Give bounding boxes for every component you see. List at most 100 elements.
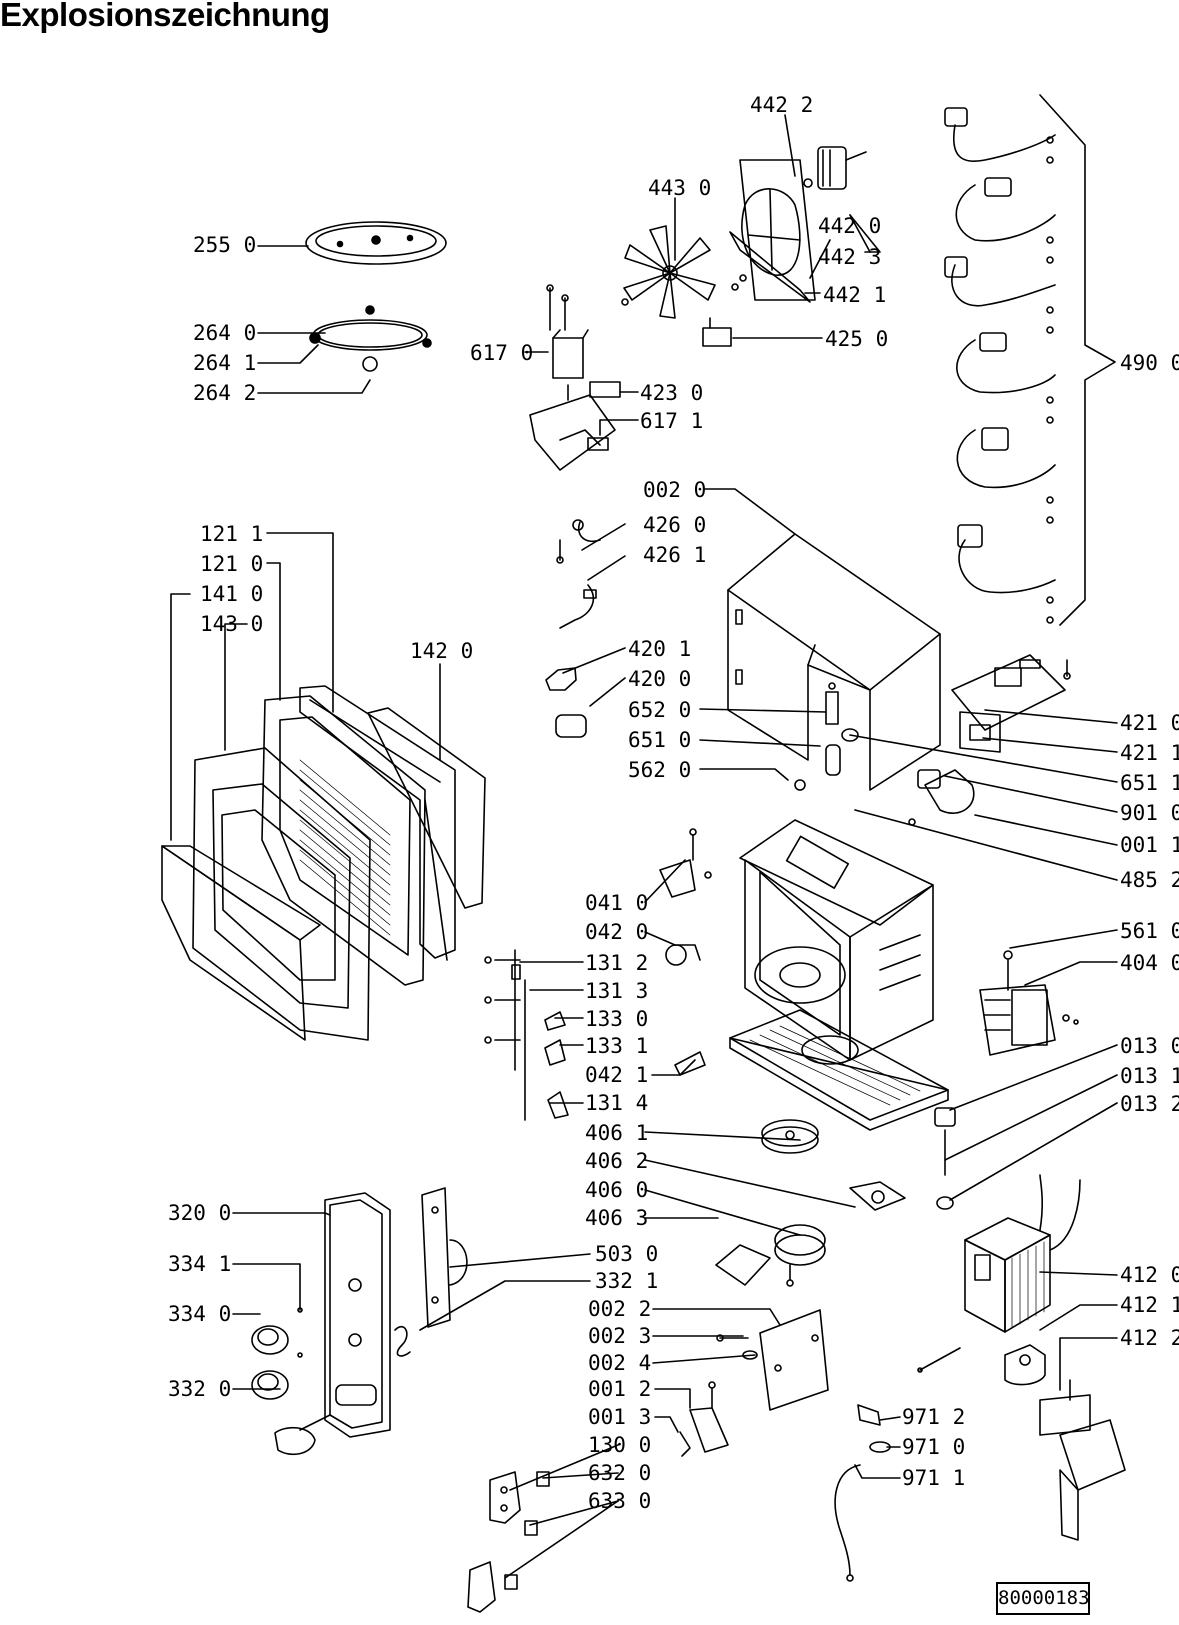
part-label: 406 3 bbox=[585, 1206, 648, 1230]
part-label: 425 0 bbox=[825, 327, 888, 351]
part-label: 632 0 bbox=[588, 1461, 651, 1485]
part-label: 406 2 bbox=[585, 1149, 648, 1173]
control-pcb bbox=[951, 654, 1071, 731]
base-plate bbox=[729, 1009, 949, 1131]
fan-motor bbox=[803, 146, 867, 190]
part-labels: 255 0 264 0 264 1 264 2 442 2 443 0 442 … bbox=[168, 93, 1179, 1513]
door-hinge-bracket bbox=[659, 828, 712, 966]
part-label: 442 1 bbox=[823, 283, 886, 307]
part-label: 002 3 bbox=[588, 1324, 651, 1348]
cover-plate-002-2 bbox=[759, 1309, 829, 1411]
control-panel-frame bbox=[324, 1192, 391, 1438]
part-label: 264 1 bbox=[193, 351, 256, 375]
part-label: 503 0 bbox=[595, 1242, 658, 1266]
part-label: 406 1 bbox=[585, 1121, 648, 1145]
small-components bbox=[545, 519, 859, 791]
part-label: 334 1 bbox=[168, 1252, 231, 1276]
part-label: 001 3 bbox=[588, 1405, 651, 1429]
part-label: 971 1 bbox=[902, 1466, 965, 1490]
part-label: 042 1 bbox=[585, 1063, 648, 1087]
turntable-support bbox=[761, 1119, 819, 1154]
door-latch-hooks bbox=[484, 949, 706, 1121]
thermal-fuse-cable bbox=[834, 1404, 891, 1582]
part-label: 426 0 bbox=[643, 513, 706, 537]
part-label: 042 0 bbox=[585, 920, 648, 944]
hinge-hardware bbox=[679, 1334, 758, 1457]
part-label: 423 0 bbox=[640, 381, 703, 405]
door-panel bbox=[261, 695, 426, 986]
part-label: 443 0 bbox=[648, 176, 711, 200]
fuse-holder bbox=[959, 711, 1001, 753]
part-label: 442 3 bbox=[818, 245, 881, 269]
part-label: 901 0 bbox=[1120, 801, 1179, 825]
document-number-box: 80000183 bbox=[996, 1582, 1090, 1615]
part-label: 651 0 bbox=[628, 728, 691, 752]
part-label: 442 2 bbox=[750, 93, 813, 117]
fan-housing bbox=[729, 159, 816, 303]
part-label: 617 0 bbox=[470, 341, 533, 365]
roller-ring bbox=[309, 305, 432, 372]
capacitor-617-0 bbox=[546, 284, 589, 401]
hv-capacitor bbox=[1004, 1344, 1046, 1386]
part-label: 412 2 bbox=[1120, 1326, 1179, 1350]
part-label: 002 0 bbox=[643, 478, 706, 502]
part-label: 332 1 bbox=[595, 1269, 658, 1293]
door-foil bbox=[367, 707, 486, 909]
part-label: 412 1 bbox=[1120, 1293, 1179, 1317]
part-label: 131 4 bbox=[585, 1091, 648, 1115]
fan-bracket bbox=[702, 274, 747, 347]
part-label: 617 1 bbox=[640, 409, 703, 433]
capacitor-bracket bbox=[529, 381, 621, 471]
part-label: 141 0 bbox=[200, 582, 263, 606]
part-label: 013 1 bbox=[1120, 1064, 1179, 1088]
part-label: 131 2 bbox=[585, 951, 648, 975]
fan-blade bbox=[621, 225, 716, 319]
part-label: 143 0 bbox=[200, 612, 263, 636]
part-label: 320 0 bbox=[168, 1201, 231, 1225]
part-label: 133 0 bbox=[585, 1007, 648, 1031]
coupler-plate bbox=[849, 1181, 906, 1211]
part-label: 131 3 bbox=[585, 979, 648, 1003]
part-label: 561 0 bbox=[1120, 919, 1179, 943]
transformer bbox=[917, 1174, 1081, 1373]
page-title: Explosionszeichnung bbox=[0, 0, 330, 33]
part-label: 420 1 bbox=[628, 637, 691, 661]
part-label: 332 0 bbox=[168, 1377, 231, 1401]
leader-lines bbox=[170, 94, 1118, 1579]
power-cords bbox=[944, 107, 1056, 624]
interlock-switches bbox=[467, 1471, 550, 1613]
hv-diode-fuse bbox=[934, 1107, 956, 1210]
part-label: 002 2 bbox=[588, 1297, 651, 1321]
magnetron bbox=[979, 950, 1079, 1056]
motor-cover-plate bbox=[715, 1244, 771, 1286]
oven-cavity bbox=[739, 819, 934, 1061]
part-label: 013 0 bbox=[1120, 1034, 1179, 1058]
turntable-motor bbox=[774, 1224, 826, 1287]
part-label: 001 1 bbox=[1120, 833, 1179, 857]
part-label: 971 0 bbox=[902, 1435, 965, 1459]
outer-cover bbox=[727, 533, 941, 791]
part-label: 633 0 bbox=[588, 1489, 651, 1513]
part-label: 133 1 bbox=[585, 1034, 648, 1058]
part-label: 412 0 bbox=[1120, 1263, 1179, 1287]
part-label: 041 0 bbox=[585, 891, 648, 915]
part-label: 264 0 bbox=[193, 321, 256, 345]
part-label: 485 2 bbox=[1120, 868, 1179, 892]
part-label: 442 0 bbox=[818, 214, 881, 238]
control-knobs bbox=[251, 1307, 411, 1456]
part-label: 121 1 bbox=[200, 522, 263, 546]
door-frame-outer bbox=[161, 845, 321, 1041]
part-label: 334 0 bbox=[168, 1302, 231, 1326]
part-label: 404 0 bbox=[1120, 951, 1179, 975]
wire-duct bbox=[1039, 1379, 1126, 1541]
part-label: 421 0 bbox=[1120, 711, 1179, 735]
part-label: 255 0 bbox=[193, 233, 256, 257]
part-label: 562 0 bbox=[628, 758, 691, 782]
part-label: 142 0 bbox=[410, 639, 473, 663]
part-label: 130 0 bbox=[588, 1433, 651, 1457]
door-choke-frame bbox=[192, 747, 371, 1041]
turntable-glass-plate bbox=[305, 221, 447, 265]
part-label: 264 2 bbox=[193, 381, 256, 405]
part-label: 001 2 bbox=[588, 1377, 651, 1401]
